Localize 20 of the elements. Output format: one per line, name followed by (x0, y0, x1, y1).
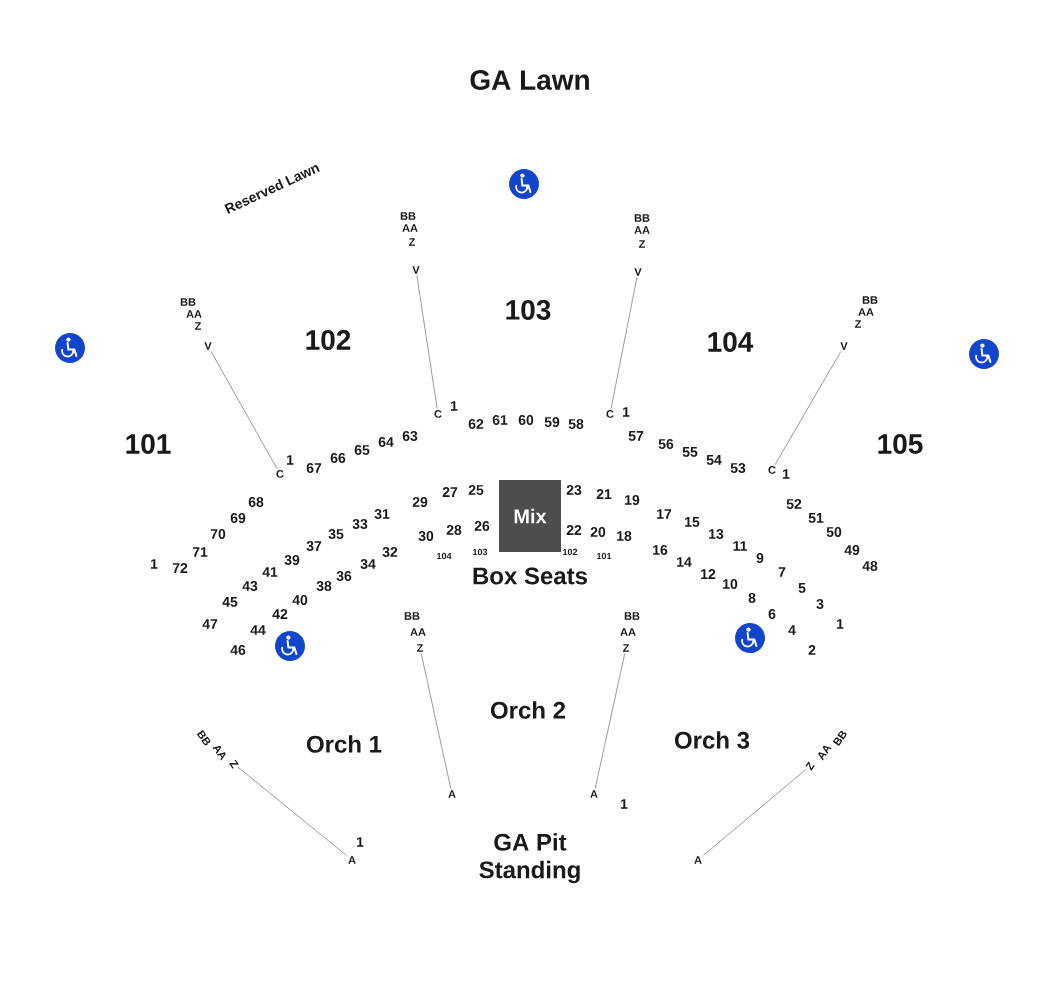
section-label: Orch 1 (306, 735, 382, 753)
aisle-line (703, 768, 807, 856)
aisle-line (210, 350, 278, 469)
area-label: GA Lawn (470, 70, 589, 90)
section-label: Orch 3 (674, 731, 750, 749)
area-label: GA Pit (494, 833, 567, 851)
section-label: 104 (708, 332, 754, 352)
section-label: 101 (126, 434, 171, 454)
mix-box: Mix (499, 480, 561, 552)
section-label: Orch 2 (490, 701, 566, 719)
aisle-line (594, 652, 626, 790)
aisle-line (237, 766, 347, 856)
aisle-line (774, 350, 842, 465)
section-label: 103 (506, 300, 551, 320)
section-label: 105 (878, 434, 923, 454)
area-label: Standing (479, 860, 580, 884)
section-label: 102 (306, 330, 351, 350)
aisle-line (610, 276, 638, 409)
aisle-line (420, 652, 452, 790)
aisle-line (416, 274, 438, 409)
